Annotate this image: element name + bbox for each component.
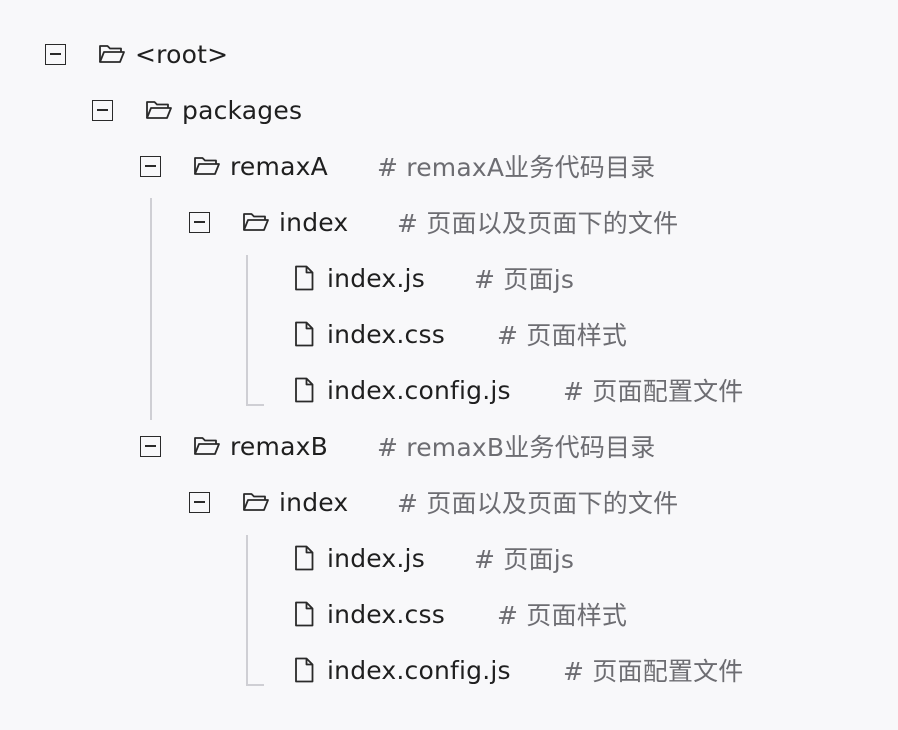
tree-file-index-js[interactable]: index.js	[290, 538, 425, 578]
tree-file-index-config-js[interactable]: index.config.js	[290, 370, 511, 410]
node-label: remaxA	[230, 151, 328, 181]
collapse-toggle[interactable]	[45, 43, 66, 65]
file-icon	[290, 377, 318, 403]
tree-guide-line	[246, 255, 248, 405]
node-comment: # 页面js	[474, 265, 575, 294]
tree-file-index-js[interactable]: index.js	[290, 258, 425, 298]
tree-file-index-css[interactable]: index.css	[290, 314, 445, 354]
node-label: packages	[182, 95, 303, 125]
folder-open-icon	[145, 97, 173, 123]
node-comment-row: # remaxB业务代码目录	[377, 426, 655, 466]
node-comment: # remaxB业务代码目录	[377, 433, 656, 462]
folder-open-icon	[193, 433, 221, 459]
file-icon	[290, 601, 318, 627]
file-icon	[290, 545, 318, 571]
tree-guide-line	[246, 404, 264, 406]
node-comment: # 页面配置文件	[563, 657, 744, 686]
tree-guide-line	[150, 198, 152, 420]
node-label: remaxB	[230, 431, 328, 461]
node-comment: # remaxA业务代码目录	[377, 153, 656, 182]
tree-guide-line	[246, 684, 264, 686]
file-icon	[290, 657, 318, 683]
node-label: <root>	[135, 39, 229, 69]
collapse-toggle[interactable]	[92, 99, 113, 121]
node-label: index.css	[327, 599, 445, 629]
tree-node-remaxB-index[interactable]: index	[189, 482, 348, 522]
node-label: index.js	[327, 263, 425, 293]
folder-open-icon	[242, 489, 270, 515]
collapse-toggle[interactable]	[140, 435, 161, 457]
tree-file-index-config-js[interactable]: index.config.js	[290, 650, 511, 690]
tree-node-remaxB[interactable]: remaxB	[140, 426, 328, 466]
node-comment: # 页面配置文件	[563, 377, 744, 406]
tree-file-index-css[interactable]: index.css	[290, 594, 445, 634]
node-label: index.css	[327, 319, 445, 349]
tree-node-remaxA[interactable]: remaxA	[140, 146, 328, 186]
node-label: index.js	[327, 543, 425, 573]
tree-guide-line	[246, 535, 248, 685]
file-icon	[290, 321, 318, 347]
node-comment-row: # 页面js	[474, 538, 574, 578]
node-comment: # 页面以及页面下的文件	[397, 209, 679, 238]
node-label: index.config.js	[327, 655, 511, 685]
folder-open-icon	[193, 153, 221, 179]
node-comment: # 页面以及页面下的文件	[397, 489, 679, 518]
node-label: index.config.js	[327, 375, 511, 405]
node-comment-row: # 页面样式	[497, 594, 627, 634]
tree-node-root[interactable]: <root>	[45, 34, 228, 74]
node-comment-row: # 页面配置文件	[563, 370, 744, 410]
node-label: index	[279, 487, 349, 517]
node-comment-row: # 页面js	[474, 258, 574, 298]
node-comment: # 页面样式	[497, 321, 628, 350]
node-comment-row: # 页面以及页面下的文件	[397, 482, 678, 522]
node-comment: # 页面样式	[497, 601, 628, 630]
folder-open-icon	[242, 209, 270, 235]
node-comment-row: # remaxA业务代码目录	[377, 146, 655, 186]
folder-open-icon	[98, 41, 126, 67]
collapse-toggle[interactable]	[140, 155, 161, 177]
node-comment-row: # 页面以及页面下的文件	[397, 202, 678, 242]
file-icon	[290, 265, 318, 291]
collapse-toggle[interactable]	[189, 211, 210, 233]
tree-node-packages[interactable]: packages	[92, 90, 302, 130]
tree-node-remaxA-index[interactable]: index	[189, 202, 348, 242]
node-comment: # 页面js	[474, 545, 575, 574]
collapse-toggle[interactable]	[189, 491, 210, 513]
node-comment-row: # 页面样式	[497, 314, 627, 354]
node-comment-row: # 页面配置文件	[563, 650, 744, 690]
node-label: index	[279, 207, 349, 237]
